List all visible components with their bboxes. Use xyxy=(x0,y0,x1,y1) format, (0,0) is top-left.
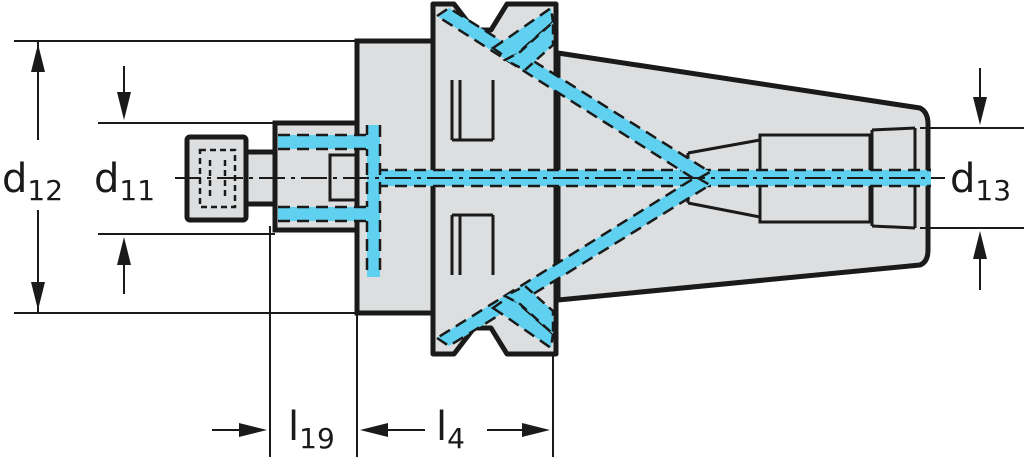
label-d12: d12 xyxy=(2,156,63,207)
label-d13-sub: 13 xyxy=(975,174,1011,207)
label-d12-main: d xyxy=(2,156,27,202)
label-d13: d13 xyxy=(950,156,1011,207)
label-d11-sub: 11 xyxy=(119,174,155,207)
label-d13-main: d xyxy=(950,156,975,202)
label-d11: d11 xyxy=(94,156,155,207)
label-d12-sub: 12 xyxy=(27,174,63,207)
label-l19-main: l xyxy=(288,404,299,450)
label-l4: l4 xyxy=(436,404,465,455)
label-l4-main: l xyxy=(436,404,447,450)
coolant-channels xyxy=(278,5,931,351)
label-l19: l19 xyxy=(288,404,335,455)
label-l19-sub: 19 xyxy=(299,422,335,455)
dimension-arrows xyxy=(31,44,987,437)
interior-detail-lines xyxy=(328,80,917,275)
label-d11-main: d xyxy=(94,156,119,202)
label-l4-sub: 4 xyxy=(447,422,465,455)
